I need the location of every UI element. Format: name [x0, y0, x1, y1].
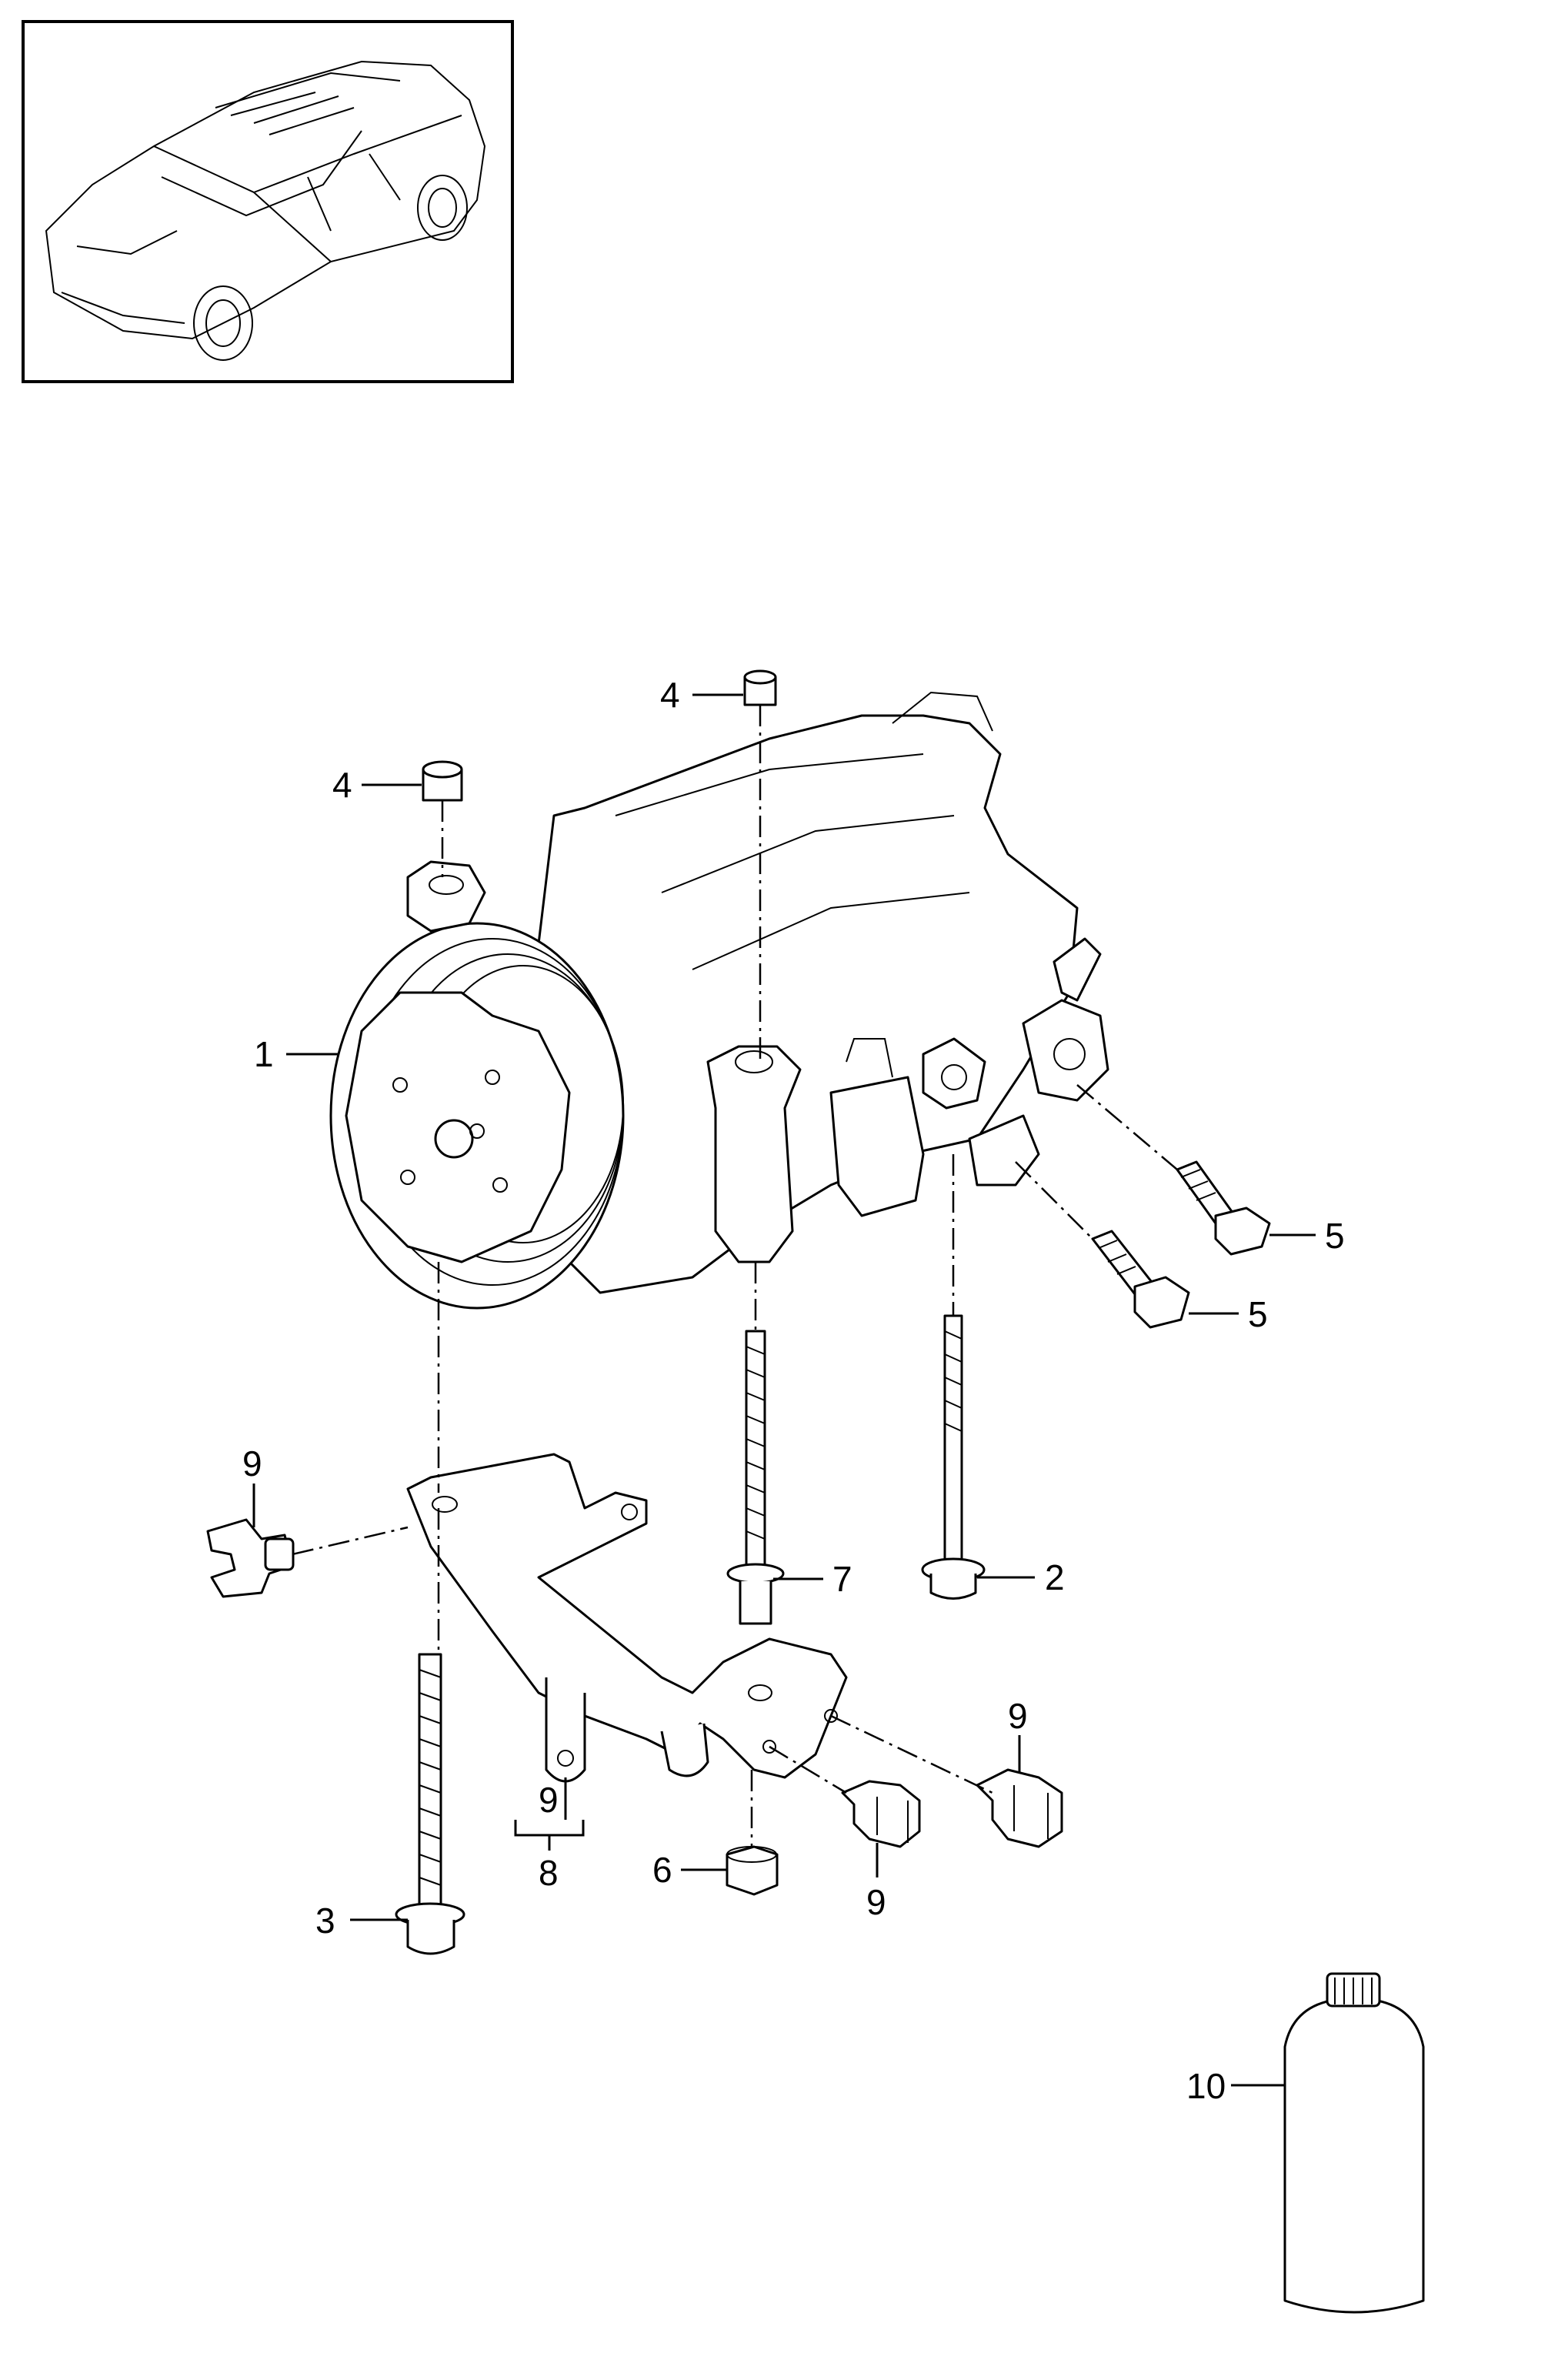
mounting-bracket	[406, 1453, 848, 1783]
bolt-upper-right	[1176, 1160, 1271, 1256]
assembly-guide-lines	[292, 705, 1178, 1847]
callout-8: 8	[539, 1853, 559, 1893]
callout-labels: 1 2 3 4 4 5 5 6 7 8 9 9 9 9 10	[242, 675, 1345, 2106]
compressor-oil-bottle	[1283, 1972, 1425, 2314]
stud-bolt-7	[726, 1330, 785, 1625]
callout-5-lower: 5	[1248, 1294, 1268, 1334]
callout-5-upper: 5	[1325, 1216, 1345, 1256]
long-bolt-2	[921, 1314, 986, 1600]
callout-2: 2	[1045, 1557, 1065, 1597]
callout-leaders	[252, 693, 1316, 2087]
callout-4-top: 4	[660, 675, 680, 715]
callout-9-bottom: 9	[866, 1882, 886, 1922]
nut-6	[726, 1845, 779, 1896]
bolt-lower-right	[1091, 1230, 1190, 1329]
clip-center	[841, 1780, 921, 1848]
callout-9-left: 9	[242, 1443, 262, 1484]
clip-left	[206, 1518, 295, 1598]
callout-6: 6	[652, 1850, 672, 1890]
ac-compressor	[329, 691, 1109, 1310]
callout-10: 10	[1186, 2066, 1226, 2106]
callout-4-left: 4	[332, 765, 352, 805]
long-bolt-3	[395, 1653, 465, 1955]
clip-right	[976, 1768, 1063, 1848]
spacer-sleeve-top	[743, 669, 777, 706]
vehicle-overview-thumbnail	[22, 20, 514, 383]
callout-9-bracket: 9	[539, 1780, 559, 1820]
callout-9-right: 9	[1008, 1696, 1028, 1736]
spacer-sleeve-left	[422, 760, 463, 802]
callout-1: 1	[254, 1034, 274, 1074]
callout-7: 7	[832, 1559, 852, 1599]
callout-3: 3	[315, 1901, 335, 1941]
